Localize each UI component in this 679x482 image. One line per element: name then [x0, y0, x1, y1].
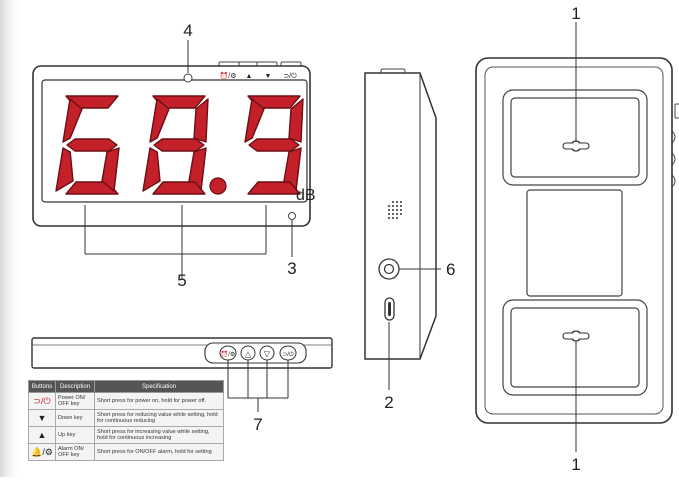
digit-3-segment-g: [248, 138, 300, 152]
decimal-point: [209, 177, 227, 195]
table-cell-description: Up key: [55, 426, 95, 444]
header-description: Description: [55, 380, 95, 393]
grill-hole: [399, 212, 403, 216]
back-center-panel: [526, 189, 623, 297]
callout-5: 5: [177, 271, 186, 290]
power-key-icon: ⊃/⏻: [28, 392, 56, 410]
grill-hole: [387, 204, 391, 208]
top-label-down: ▼: [265, 73, 272, 80]
grill-hole: [391, 208, 395, 212]
table-cell-specification: Short press for ON/OFF alarm, hold for s…: [94, 443, 224, 461]
grill-hole: [387, 208, 391, 212]
grill-hole: [387, 212, 391, 216]
digit-2-segment-g: [153, 138, 205, 152]
sensor-hole: [183, 73, 193, 83]
callout-6: 6: [446, 260, 455, 279]
digit-2-segment-f: [149, 98, 170, 143]
lower-keyhole-center: [572, 332, 580, 340]
side-view: 6 2: [364, 68, 455, 412]
callout-1-top: 1: [571, 4, 580, 23]
table-cell-description: Alarm ON/ OFF key: [55, 443, 95, 461]
digit-3-segment-b: [288, 98, 304, 143]
digit-3-segment-c: [283, 147, 302, 192]
digit-2-segment-e: [142, 147, 161, 192]
table-row: ⊃/⏻ Power ON/ OFF key Short press for po…: [28, 392, 224, 410]
grill-hole: [391, 216, 395, 220]
grill-hole: [391, 204, 395, 208]
grill-hole: [395, 216, 399, 220]
digit-1-segment-g: [66, 138, 118, 152]
digit-3-segment-d: [247, 181, 301, 195]
top-label-power: ⊃/⏻: [283, 72, 297, 80]
table-row: ▲ Up key Short press for increasing valu…: [28, 426, 224, 444]
back-lower-recess: [510, 307, 640, 388]
side-label-power: ⊃/⏻: [282, 351, 294, 358]
grill-hole: [387, 216, 391, 220]
callout-7-lines: [227, 360, 289, 412]
button-spec-table: Buttons Description Specification ⊃/⏻ Po…: [28, 380, 224, 461]
table-cell-specification: Short press for increasing value while s…: [94, 426, 224, 444]
grill-hole: [395, 204, 399, 208]
table-row: ▼ Down key Short press for reducing valu…: [28, 409, 224, 427]
digit-1-segment-d: [65, 181, 119, 195]
callout-5-lines: [84, 205, 267, 280]
top-edge-view: ⏰/⚙ △ ▽ ⊃/⏻ 7: [31, 337, 333, 434]
digit-3-segment-f: [244, 98, 265, 143]
grill-hole: [391, 200, 395, 204]
digit-1-segment-c: [101, 147, 120, 192]
back-view: 1 1: [475, 4, 679, 474]
table-cell-specification: Short press for reducing value while set…: [94, 409, 224, 427]
grill-hole: [395, 200, 399, 204]
grill-hole: [391, 212, 395, 216]
page-shadow: [0, 0, 22, 477]
header-buttons: Buttons: [28, 380, 56, 393]
grill-hole: [395, 208, 399, 212]
alarm-key-icon: 🔔/⚙: [28, 443, 56, 461]
callout-1-bottom: 1: [571, 455, 580, 474]
top-label-alarm: ⏰/⚙: [220, 71, 237, 80]
side-label-alarm: ⏰/⚙: [221, 350, 236, 358]
table-cell-specification: Short press for power on, hold for power…: [94, 392, 224, 410]
audio-jack[interactable]: [383, 263, 395, 275]
table-header-row: Buttons Description Specification: [28, 380, 224, 393]
usb-c-tongue: [388, 302, 391, 316]
callout-7: 7: [253, 415, 262, 434]
seven-segment-digits: [55, 95, 304, 195]
side-body: [364, 72, 437, 360]
table-row: 🔔/⚙ Alarm ON/ OFF key Short press for ON…: [28, 443, 224, 461]
grill-hole: [399, 204, 403, 208]
grill-hole: [399, 208, 403, 212]
digit-2-segment-d: [152, 181, 206, 195]
top-label-up: ▲: [246, 73, 253, 80]
up-key-icon: ▲: [28, 426, 56, 444]
speaker-grill: [387, 200, 403, 220]
digit-1-segment-e: [55, 147, 74, 192]
callout-2: 2: [384, 393, 393, 412]
back-side-button-1[interactable]: [674, 103, 679, 119]
digit-2-segment-b: [193, 98, 209, 143]
table-cell-description: Down key: [55, 409, 95, 427]
callout-3: 3: [287, 259, 296, 278]
unit-label: dB: [296, 187, 316, 204]
table-cell-description: Power ON/ OFF key: [55, 392, 95, 410]
indicator-hole: [288, 212, 296, 220]
side-label-down: ▽: [264, 350, 271, 359]
header-specification: Specification: [94, 380, 224, 393]
down-key-icon: ▼: [28, 409, 56, 427]
upper-keyhole-center: [572, 142, 580, 150]
grill-hole: [395, 212, 399, 216]
callout-4: 4: [183, 21, 192, 40]
grill-hole: [399, 200, 403, 204]
back-upper-recess: [510, 97, 640, 178]
digit-2-segment-c: [188, 147, 207, 192]
front-view: ⏰/⚙ ▲ ▼ ⊃/⏻ dB 5 4 3: [32, 21, 316, 290]
digit-1-segment-f: [62, 98, 83, 143]
side-label-up: △: [245, 350, 252, 359]
